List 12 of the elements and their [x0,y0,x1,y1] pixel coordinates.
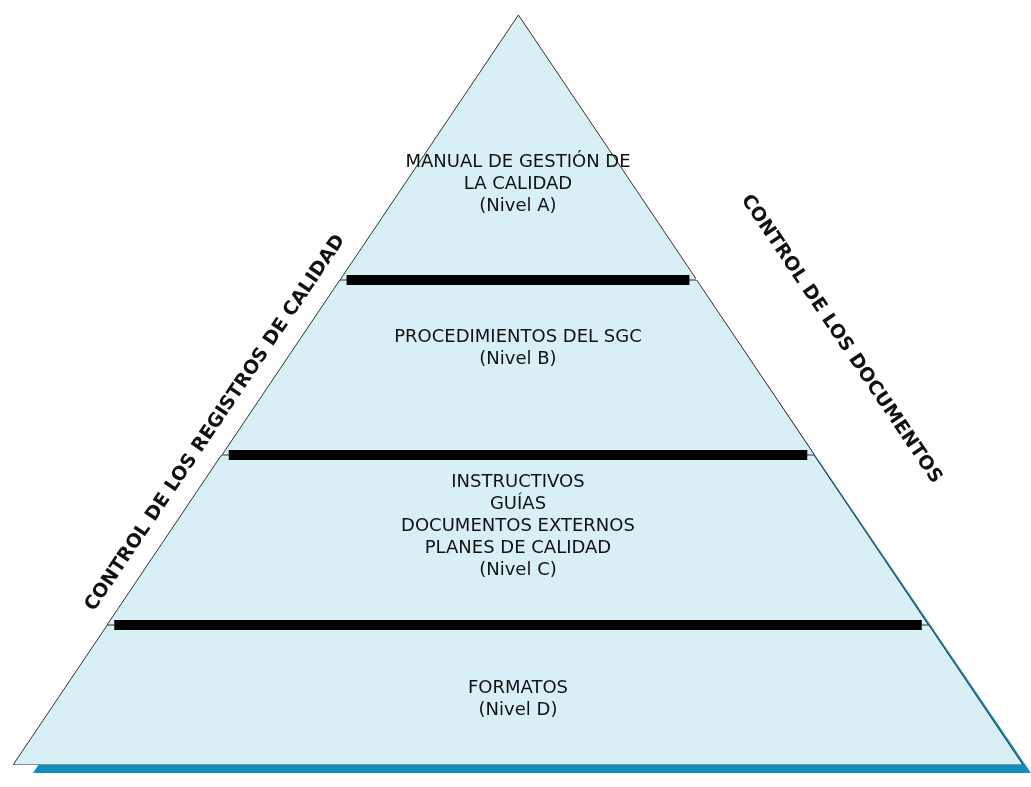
level-text: FORMATOS [467,676,569,698]
level-text: GUÍAS [489,492,547,514]
level-text: (Nivel B) [479,347,557,369]
level-text: (Nivel C) [479,558,557,580]
level-text: PROCEDIMIENTOS DEL SGC [394,325,642,347]
level-text: (Nivel A) [479,194,557,216]
level-text: PLANES DE CALIDAD [424,536,612,558]
level-text: (Nivel D) [478,698,558,720]
level-text: MANUAL DE GESTIÓN DE LA CALIDAD [404,150,632,194]
pyramid-level [13,625,1023,765]
level-text: INSTRUCTIVOS [451,470,585,492]
level-text: DOCUMENTOS EXTERNOS [401,514,635,536]
